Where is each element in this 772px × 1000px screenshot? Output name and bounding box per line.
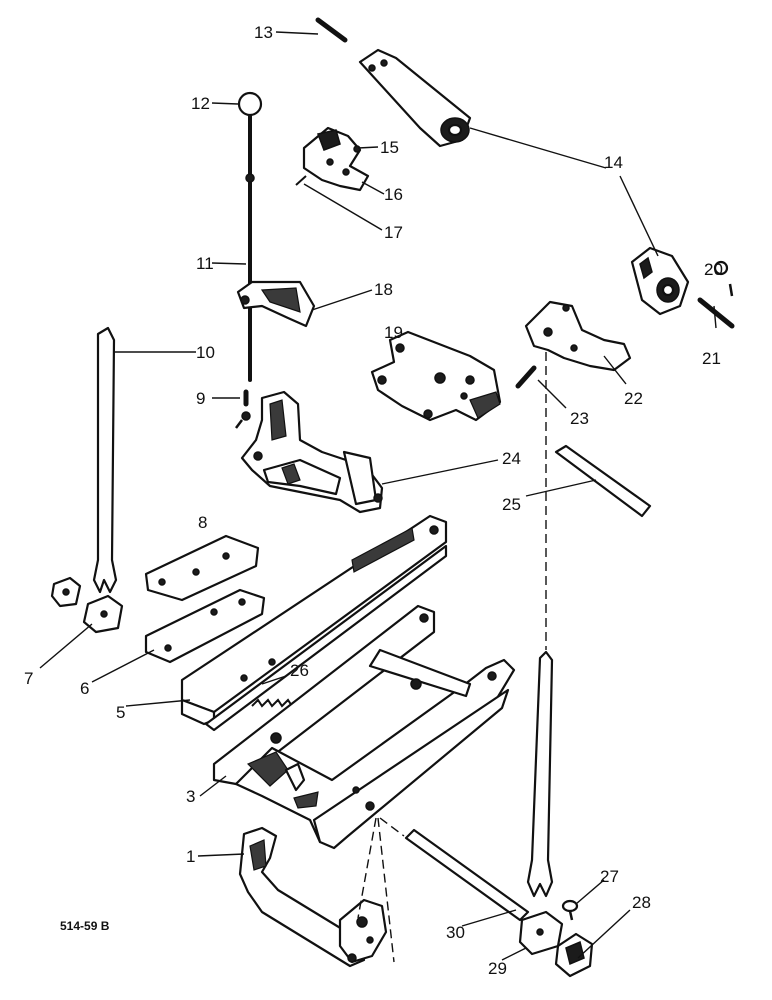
part-18-bracket <box>236 280 316 328</box>
callout-21: 21 <box>702 349 721 368</box>
part-19-cover-plate <box>370 330 502 422</box>
part-15-pin <box>353 145 361 153</box>
callout-1: 1 <box>186 847 195 866</box>
part-6-plate <box>144 588 266 664</box>
part-30-shaft <box>404 828 530 922</box>
callout-8: 8 <box>198 513 207 532</box>
part-13-pin <box>315 17 348 43</box>
part-22-shifter-plate <box>524 300 632 372</box>
callout-29: 29 <box>488 959 507 978</box>
part-fork-rod-right <box>526 650 554 898</box>
callout-26: 26 <box>290 661 309 680</box>
part-5-channel-rail <box>180 514 448 732</box>
callout-labels: 13 14 12 15 16 17 11 20 18 19 10 21 9 22… <box>24 23 723 978</box>
part-17-pin <box>295 175 307 186</box>
part-9-screw <box>235 389 251 429</box>
part-12-knob <box>237 91 263 117</box>
part-3-frame <box>212 604 516 850</box>
callout-18: 18 <box>374 280 393 299</box>
part-7-block <box>50 576 124 634</box>
figure-code: 514-59 B <box>60 919 110 933</box>
callout-30: 30 <box>446 923 465 942</box>
callout-3: 3 <box>186 787 195 806</box>
callout-20: 20 <box>704 260 723 279</box>
callout-7: 7 <box>24 669 33 688</box>
callout-5: 5 <box>116 703 125 722</box>
part-8-plate <box>144 534 260 602</box>
part-28-clip <box>554 932 594 978</box>
callout-17: 17 <box>384 223 403 242</box>
callout-6: 6 <box>80 679 89 698</box>
callout-23: 23 <box>570 409 589 428</box>
alignment-lines <box>357 352 547 963</box>
part-20-clip <box>713 260 734 297</box>
part-23-screw <box>515 365 537 389</box>
callout-12: 12 <box>191 94 210 113</box>
part-16-latch-plate <box>302 126 370 192</box>
callout-28: 28 <box>632 893 651 912</box>
callout-25: 25 <box>502 495 521 514</box>
callout-22: 22 <box>624 389 643 408</box>
part-24-gate-housing <box>240 390 384 514</box>
part-11-shift-rod <box>245 114 255 382</box>
part-1-selector-assembly <box>238 826 388 968</box>
callout-19: 19 <box>384 323 403 342</box>
part-29-block <box>518 910 564 956</box>
callout-27: 27 <box>600 867 619 886</box>
part-21-pin <box>697 297 735 329</box>
callout-13: 13 <box>254 23 273 42</box>
callout-10: 10 <box>196 343 215 362</box>
part-27-cap <box>561 899 579 921</box>
part-14-lever-handle-upper <box>358 48 472 148</box>
leader-lines <box>39 31 717 961</box>
callout-15: 15 <box>380 138 399 157</box>
part-14-lever-socket-lower <box>630 246 690 316</box>
callout-16: 16 <box>384 185 403 204</box>
part-10-fork-rod <box>92 326 118 594</box>
callout-9: 9 <box>196 389 205 408</box>
part-25-shaft <box>554 444 652 518</box>
callout-11: 11 <box>196 254 214 273</box>
callout-14a: 14 <box>604 153 623 172</box>
callout-24: 24 <box>502 449 521 468</box>
